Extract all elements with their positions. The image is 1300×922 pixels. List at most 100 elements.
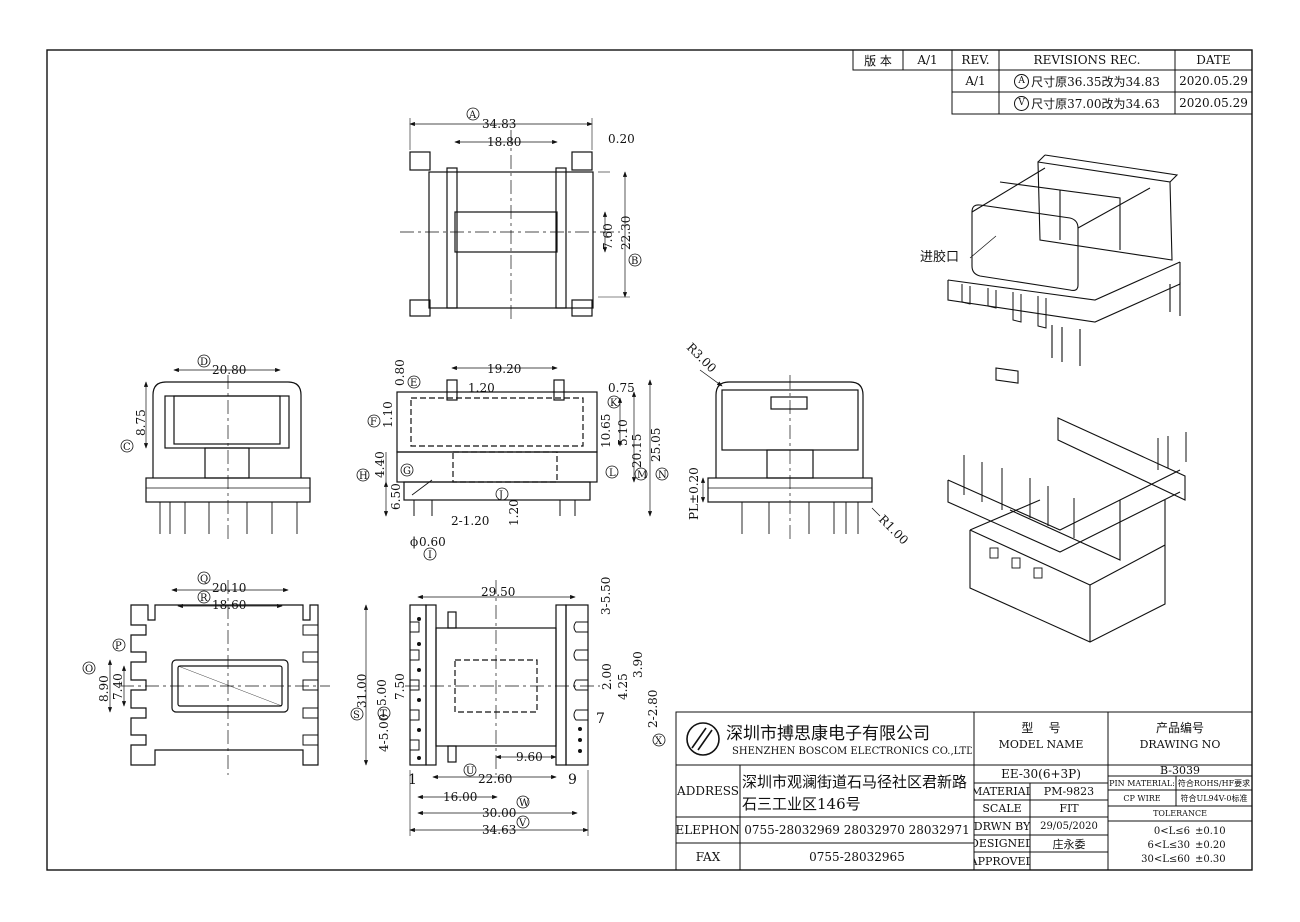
svg-text:U: U: [466, 766, 474, 777]
dim-bc-base: 16.00: [443, 790, 477, 804]
dim-front-height: 8.75: [134, 409, 148, 436]
svg-text:M: M: [637, 470, 647, 481]
dim-D: 20.80: [212, 363, 246, 377]
front-view: [143, 367, 311, 540]
pin-material-label: PIN MATERIAL:: [1109, 778, 1175, 788]
dim-bc-pitch-a: 2.00: [600, 663, 614, 690]
iso-gate-label: 进胶口: [920, 249, 959, 265]
svg-text:I: I: [428, 550, 432, 561]
svg-text:7: 7: [596, 711, 605, 727]
dim-pin-dia: 0.60: [419, 535, 446, 549]
side-view: [383, 365, 653, 517]
dim-width-inner: 18.80: [487, 135, 521, 149]
end-view-labels: R3.00 PL±0.20 R1.00: [684, 340, 911, 547]
designed-label: DESIGNED: [974, 837, 1030, 850]
svg-text:W: W: [519, 798, 530, 809]
cp-wire-value: 符合UL94V-0标准: [1180, 793, 1248, 803]
dim-top-len: 19.20: [487, 362, 521, 376]
revision-records-header: REVISIONS REC.: [1033, 53, 1141, 67]
drawing-no-label-cn: 产品编号: [1155, 720, 1204, 735]
model-value: EE-30(6+3P): [1001, 767, 1081, 781]
bottom-left-labels: Q 20.10 R 18.60 O P 8.90 7.40: [82, 571, 246, 702]
dim-window: 7.60: [601, 223, 615, 250]
end-view: [699, 369, 881, 540]
dim-bc-left-h: 31.00: [355, 674, 369, 708]
dim-win: 5.10: [616, 419, 630, 446]
fax-label: FAX: [695, 849, 721, 864]
top-view: [400, 118, 630, 320]
dim-bc-pitch-b: 3.90: [631, 651, 645, 678]
revision-version-value: A/1: [917, 53, 938, 67]
designed-value: 庄永委: [1052, 837, 1086, 851]
drawing-no-label-en: DRAWING NO: [1139, 737, 1221, 751]
tolerance-value-3: ±0.30: [1195, 853, 1226, 865]
dim-pin-pitch: 2-1.20: [451, 514, 489, 528]
top-view-labels: A 34.83 18.80 0.20 7.60 22.30 B: [466, 107, 642, 267]
bottom-center-view: [363, 580, 600, 836]
svg-text:X: X: [655, 736, 663, 747]
side-view-labels: 19.20 0.80 E 1.20 0.75 K F 1.10 10.65 5.…: [356, 359, 669, 561]
revision-row-1-desc: 尺寸原36.35改为34.83: [1031, 74, 1160, 89]
svg-text:H: H: [359, 471, 368, 482]
dim-Q: 20.10: [212, 581, 246, 595]
bottom-left-view: [107, 580, 330, 775]
dim-pin-len: 6.50: [389, 483, 403, 510]
dim-bc-left-c: 7.50: [393, 673, 407, 700]
dim-M: 20.15: [630, 434, 644, 468]
address-line-2: 石三工业区146号: [742, 794, 861, 813]
revision-row-2-text: V 尺寸原37.00改为34.63: [999, 92, 1175, 114]
tolerance-range-1: 0<L≤6: [1153, 825, 1190, 837]
revision-row-1-date: 2020.05.29: [1179, 74, 1248, 88]
dim-bc-U: 22.60: [478, 772, 512, 786]
dim-R: 18.60: [212, 598, 246, 612]
dim-K: 10.65: [599, 414, 613, 448]
revision-table-grid: [852, 49, 1253, 115]
revision-mark-V: V: [1014, 95, 1030, 111]
approved-label: APPROVED: [974, 854, 1030, 868]
revision-mark-A: A: [1014, 73, 1030, 89]
company-logo-icon: [686, 722, 720, 756]
company-name-cn: 深圳市搏思康电子有限公司: [726, 723, 930, 744]
dim-bc-mid: 9.60: [516, 750, 543, 764]
scale-label: SCALE: [982, 802, 1022, 815]
revision-row-2-date: 2020.05.29: [1179, 96, 1248, 110]
telephone-value: 0755-28032969 28032970 28032971: [744, 823, 970, 837]
dim-bc-notch: 3-5.50: [599, 577, 613, 615]
model-label-cn: 型 号: [1021, 720, 1061, 735]
svg-text:P: P: [115, 641, 122, 652]
revision-row-1-text: A 尺寸原36.35改为34.83: [999, 70, 1175, 92]
svg-text:B: B: [631, 256, 638, 267]
svg-text:V: V: [518, 818, 527, 829]
dim-bc-W: 30.00: [482, 806, 516, 820]
material-label: MATERIAL: [974, 785, 1030, 798]
svg-text:G: G: [403, 466, 411, 477]
revision-version-label: 版 本: [864, 53, 892, 68]
dim-bc-width: 29.50: [481, 585, 515, 599]
dim-R1: R1.00: [876, 512, 911, 547]
svg-text:R: R: [200, 593, 208, 604]
dim-N: 25.05: [649, 428, 663, 462]
material-value: PM-9823: [1043, 785, 1095, 798]
dim-gap: 0.20: [608, 132, 635, 146]
svg-text:ϕ: ϕ: [410, 535, 418, 549]
approved-value: [1030, 852, 1108, 870]
svg-text:Q: Q: [200, 574, 208, 585]
dim-J: 1.20: [507, 499, 521, 526]
svg-text:J: J: [498, 490, 503, 501]
tolerance-value-1: ±0.10: [1195, 825, 1226, 837]
svg-text:K: K: [610, 398, 618, 409]
svg-text:S: S: [353, 710, 360, 721]
isometric-view-bottom: [947, 417, 1187, 643]
dim-bc-left-d: 4-5.00: [377, 714, 391, 752]
scale-value: FIT: [1059, 802, 1079, 815]
isometric-view-top: [947, 154, 1181, 384]
svg-text:D: D: [200, 357, 208, 368]
sheet-border: [46, 49, 1253, 871]
dim-P: 7.40: [111, 673, 125, 700]
telephone-label: TELEPHONE: [676, 823, 740, 837]
bottom-center-labels: 29.50 3-5.50 2.00 3.90 4.25 2-2.80 X 31.…: [350, 577, 666, 837]
svg-text:N: N: [658, 470, 667, 481]
dim-bc-V: 34.63: [482, 823, 516, 837]
dim-R3: R3.00: [684, 340, 719, 375]
dim-flange: 1.20: [468, 381, 495, 395]
